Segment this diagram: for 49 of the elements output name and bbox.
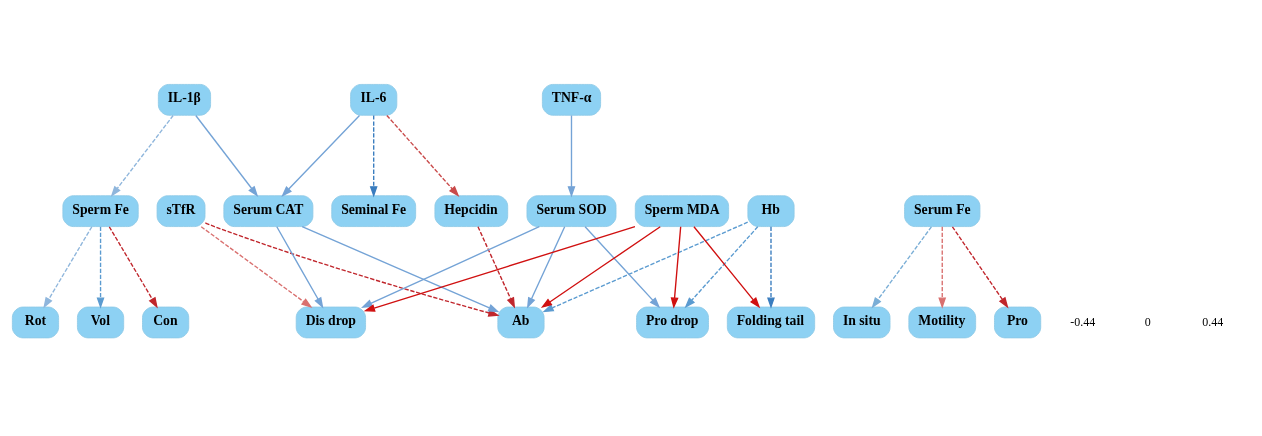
label: 0.44 [1202,314,1224,329]
arrow [281,114,361,197]
node-box: IL-6 [350,84,398,116]
node-box: Pro drop [636,306,709,339]
node-box: Folding tail [726,306,816,339]
node-box: Ab [497,306,545,339]
arrow [938,226,947,309]
node-box: Sperm Fe [62,195,139,227]
arrow [871,226,933,309]
label: 0 [1144,314,1151,329]
node-box: Serum Fe [904,195,981,227]
arrow [526,226,566,309]
arrow [200,226,313,309]
arrow [567,114,576,198]
node-box: Dis drop [295,306,366,339]
arrow [43,226,93,309]
arrow [767,226,775,309]
arrow [670,226,682,309]
arrow [301,226,500,313]
arrow [363,226,636,312]
arrow [96,226,105,309]
arrow [584,226,661,309]
arrow [542,221,749,313]
node-box: Con [142,306,190,339]
node-box: Serum CAT [223,195,314,227]
arrow [361,226,540,308]
node-box: IL-1β [157,84,211,116]
arrow [540,226,661,309]
node-box: TNF-α [541,84,602,116]
node-box: Sperm MDA [634,195,730,227]
arrow [369,114,378,198]
node-box: Motility [908,306,977,339]
arrow [386,114,460,197]
arrow [110,114,174,198]
node-box: Vol [77,306,125,339]
node-box: sTfR [156,195,206,227]
node-box: In situ [833,306,891,339]
node-box: Hepcidin [434,195,509,227]
arrow [108,226,158,309]
arrow [951,226,1009,309]
node-box: Serum SOD [526,195,617,227]
arrow [477,226,516,309]
arrow [195,114,259,198]
node-box: Hb [747,195,795,227]
arrow [276,226,324,309]
node-box: Seminal Fe [331,195,417,227]
node-box: Rot [11,306,60,339]
label: -0.44 [1070,314,1096,329]
node-box: Pro [994,306,1042,339]
